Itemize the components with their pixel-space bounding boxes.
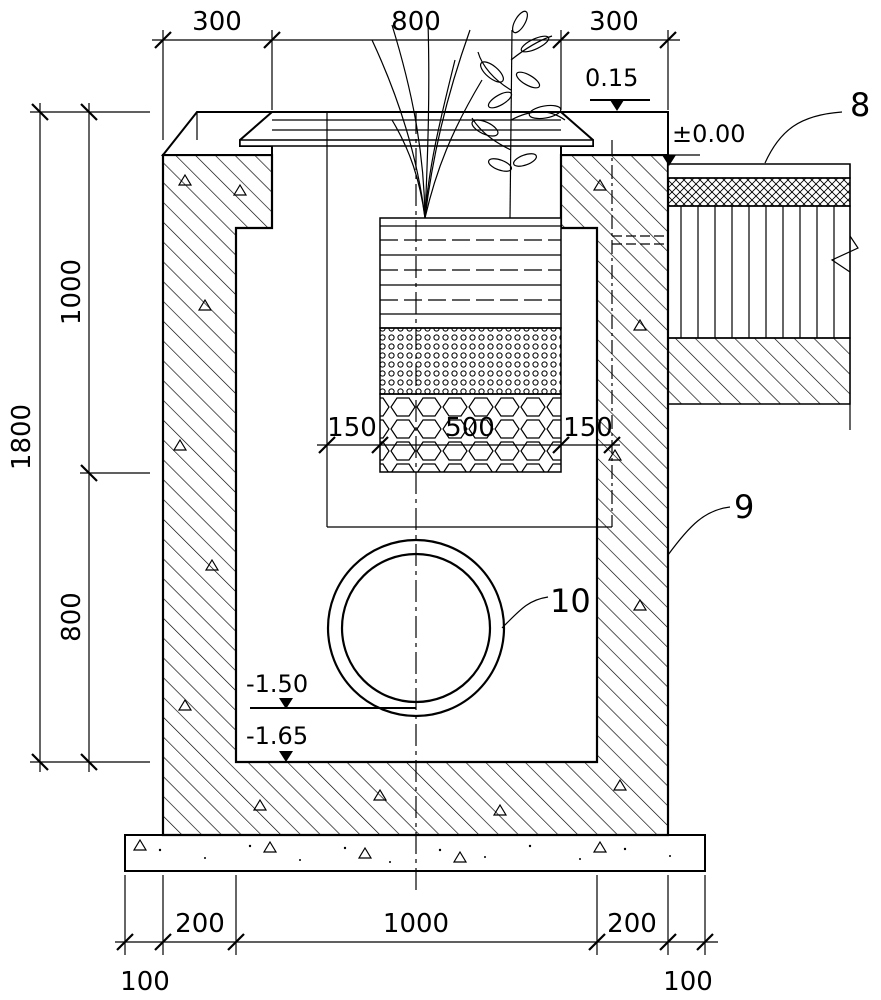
- concrete-chamber-walls: [161, 153, 670, 837]
- left-dimension-chain: 1800 1000 800: [7, 103, 150, 772]
- dim-bottom-left-outer: 100: [120, 967, 170, 997]
- dim-top-left: 300: [192, 7, 242, 37]
- dim-bottom-right-outer: 100: [663, 967, 713, 997]
- callout-pavement: 8: [850, 86, 870, 124]
- dim-inner-left: 150: [327, 413, 377, 443]
- dim-top-right: 300: [589, 7, 639, 37]
- dim-left-lower: 800: [57, 592, 87, 642]
- top-dimension-chain: 300 800 300: [152, 7, 680, 140]
- inner-dimension-chain: 150 500 150: [317, 413, 621, 454]
- dim-inner-right: 150: [563, 413, 613, 443]
- leafy-shrub-plant: [471, 10, 566, 219]
- elevation-markers: 0.15 ±0.00 -1.50 -1.65: [246, 64, 746, 762]
- ornamental-grass-plant: [371, 21, 483, 219]
- elev-top-edge: 0.15: [585, 64, 638, 92]
- elev-chamber-floor: -1.65: [246, 722, 308, 750]
- dim-inner-middle: 500: [445, 413, 495, 443]
- bottom-dimension-chain: 100 200 1000 200 100: [115, 875, 718, 997]
- dim-bottom-middle: 1000: [383, 909, 449, 939]
- dim-bottom-right-wall: 200: [607, 909, 657, 939]
- callout-chamber-wall: 9: [734, 488, 754, 526]
- planter-box: [326, 112, 613, 528]
- callout-labels: 8 9 10: [501, 86, 870, 629]
- dim-left-upper: 1000: [57, 259, 87, 325]
- dim-top-middle: 800: [391, 7, 441, 37]
- pavement-structure: [612, 163, 859, 430]
- foundation-slab: [124, 834, 706, 872]
- dim-left-total: 1800: [7, 404, 37, 470]
- dim-bottom-left-wall: 200: [175, 909, 225, 939]
- elev-pipe-invert: -1.50: [246, 670, 308, 698]
- callout-pipe: 10: [550, 582, 591, 620]
- elev-ground: ±0.00: [672, 120, 746, 148]
